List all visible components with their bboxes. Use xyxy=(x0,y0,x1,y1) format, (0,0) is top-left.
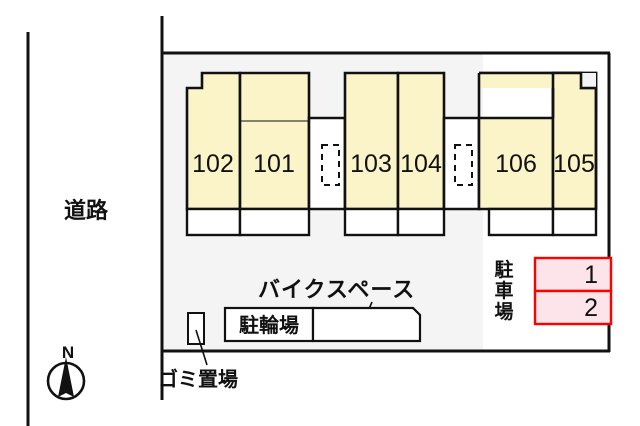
road-area: 道路 xyxy=(26,32,109,426)
stair-left-dashed-symbol xyxy=(321,144,340,186)
top-right-notch-outline xyxy=(479,71,596,90)
cycle-parking-label: 駐輪場 xyxy=(239,313,299,337)
balcony-101 xyxy=(238,207,311,237)
compass-needle xyxy=(58,357,74,397)
balcony-105 xyxy=(551,207,598,237)
stair-right-dashed-symbol xyxy=(454,144,473,186)
balcony-104 xyxy=(396,207,446,237)
balcony-103 xyxy=(343,207,400,237)
garbage-group: ゴミ置場 xyxy=(158,312,238,391)
compass-rose: N xyxy=(46,343,86,401)
bike-space-box xyxy=(311,306,422,343)
unit-label-105: 105 xyxy=(553,150,595,178)
unit-label-106: 106 xyxy=(495,150,537,178)
unit-label-103: 103 xyxy=(350,150,392,178)
balcony-106 xyxy=(487,207,555,237)
parking-label-char-1: 駐 xyxy=(494,258,513,281)
stair-right-shape xyxy=(442,116,481,211)
building-block: 102 101 103 104 106 105 xyxy=(185,71,598,237)
parking-stall-1[interactable] xyxy=(533,256,613,293)
unit-105-shape xyxy=(551,71,598,211)
parking-group: 駐 車 場 1 2 xyxy=(494,256,613,326)
bike-space-callout-label: バイクスペース xyxy=(258,278,415,303)
garbage-label: ゴミ置場 xyxy=(158,367,238,391)
unit-102-shape xyxy=(185,71,242,211)
parking-label-char-3: 場 xyxy=(494,301,513,323)
unit-label-101: 101 xyxy=(253,150,295,178)
unit-label-104: 104 xyxy=(400,150,442,178)
bike-space-group: バイクスペース 駐輪場 xyxy=(223,278,422,343)
compass-north-label: N xyxy=(62,343,74,362)
unit-104-shape xyxy=(396,71,446,211)
unit-103-shape xyxy=(343,71,400,211)
unit-105-106-upper-divider xyxy=(477,73,555,118)
unit-105-106-roof-fill xyxy=(479,73,581,88)
top-right-notch-cut xyxy=(581,73,596,88)
balcony-102 xyxy=(185,207,242,237)
parking-stall-2-number: 2 xyxy=(584,294,598,322)
garbage-leader-line xyxy=(195,329,208,366)
parking-stall-1-number: 1 xyxy=(584,261,598,289)
road-label: 道路 xyxy=(64,198,109,224)
parking-label-char-2: 車 xyxy=(494,279,513,302)
unit-label-102: 102 xyxy=(192,150,234,178)
unit-101-shape xyxy=(238,71,311,211)
parking-stall-2[interactable] xyxy=(533,289,613,326)
garbage-box xyxy=(187,312,205,345)
